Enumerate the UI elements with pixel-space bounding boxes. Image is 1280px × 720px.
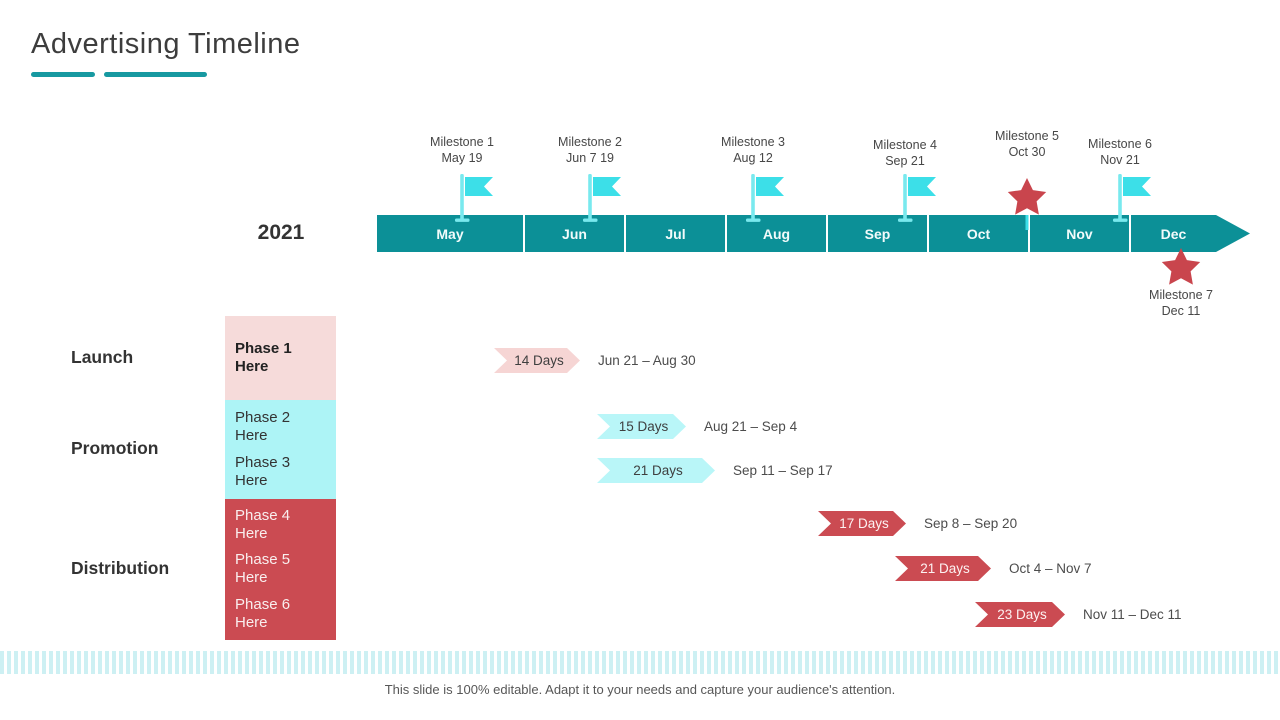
phase-item-label: Phase 3 Here	[235, 454, 291, 490]
group-label-launch: Launch	[71, 347, 134, 367]
bottom-stripe-band	[0, 651, 1280, 674]
month-oct: Oct	[927, 215, 1028, 252]
phase-item-label: Phase 4 Here	[235, 507, 291, 543]
flag-icon	[455, 174, 493, 222]
duration-range-label: Sep 11 – Sep 17	[733, 463, 833, 478]
milestone-marker	[898, 174, 938, 229]
milestone-label: Milestone 7 Dec 11	[1149, 288, 1213, 318]
group-label-distribution: Distribution	[71, 558, 170, 578]
flag-icon	[898, 174, 936, 222]
title-underline-short	[31, 72, 95, 77]
milestone-marker	[583, 174, 623, 229]
duration-arrow: 15 Days	[597, 414, 686, 439]
phase-item-label: Phase 5 Here	[235, 551, 291, 587]
phase-item-label: Phase 1 Here	[235, 340, 292, 375]
page-title: Advertising Timeline	[31, 28, 301, 60]
milestone-label: Milestone 3 Aug 12	[721, 135, 785, 165]
duration-arrow: 17 Days	[818, 511, 906, 536]
duration-range-label: Sep 8 – Sep 20	[924, 516, 1018, 531]
milestone-marker	[1007, 177, 1047, 220]
month-jun: Jun	[523, 215, 624, 252]
duration-range-label: Nov 11 – Dec 11	[1083, 607, 1182, 622]
timeline-arrowhead-icon	[1216, 215, 1250, 252]
month-jul: Jul	[624, 215, 725, 252]
title-underline-long	[104, 72, 207, 77]
flag-icon	[1113, 174, 1151, 222]
phase-item-label: Phase 6 Here	[235, 595, 291, 631]
duration-range-label: Oct 4 – Nov 7	[1009, 561, 1092, 576]
milestone-marker	[1161, 247, 1201, 290]
duration-arrow: 23 Days	[975, 602, 1065, 627]
milestone-label: Milestone 4 Sep 21	[873, 138, 937, 168]
duration-arrow: 21 Days	[597, 458, 715, 483]
footer-note: This slide is 100% editable. Adapt it to…	[384, 682, 896, 697]
duration-arrow: 21 Days	[895, 556, 991, 581]
month-sep: Sep	[826, 215, 927, 252]
group-label-promotion: Promotion	[71, 438, 159, 458]
year-label: 2021	[257, 221, 305, 244]
duration-range-label: Jun 21 – Aug 30	[598, 353, 696, 368]
phase-item-label: Phase 2 Here	[235, 408, 291, 444]
month-dec: Dec	[1129, 215, 1216, 252]
month-nov: Nov	[1028, 215, 1129, 252]
month-may: May	[436, 225, 464, 242]
star-icon	[1161, 248, 1201, 285]
milestone-marker	[455, 174, 495, 229]
phase-box: Phase 1 Here	[225, 316, 336, 400]
milestone-marker	[746, 174, 786, 229]
milestone-marker	[1113, 174, 1153, 229]
month-aug: Aug	[725, 215, 826, 252]
milestone-label: Milestone 1 May 19	[430, 135, 494, 165]
flag-icon	[746, 174, 784, 222]
flag-icon	[583, 174, 621, 222]
milestone-label: Milestone 5 Oct 30	[995, 129, 1059, 159]
milestone-label: Milestone 6 Nov 21	[1088, 137, 1152, 167]
duration-arrow: 14 Days	[494, 348, 580, 373]
milestone-tick	[1025, 215, 1029, 230]
star-icon	[1007, 178, 1047, 215]
milestone-label: Milestone 2 Jun 7 19	[558, 135, 622, 165]
duration-range-label: Aug 21 – Sep 4	[704, 419, 798, 434]
